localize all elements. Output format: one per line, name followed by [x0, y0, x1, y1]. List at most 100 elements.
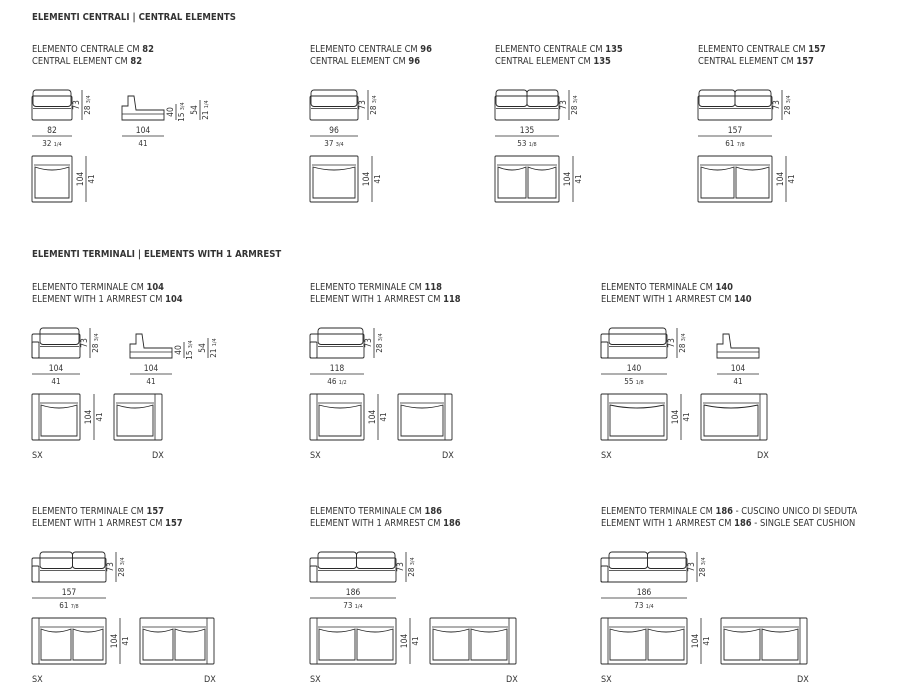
- element-en-label: ELEMENT WITH 1 ARMREST CM 118: [310, 294, 461, 305]
- height-dimension-inches: 28 3/4: [369, 95, 378, 114]
- side-view: [121, 95, 165, 121]
- width-dimension: 135: [495, 126, 559, 137]
- width-cm: 186: [346, 588, 361, 598]
- depth-dimension-inches: 41: [121, 636, 130, 645]
- inch-whole: 41: [95, 412, 104, 421]
- element-en-label: CENTRAL ELEMENT CM 135: [495, 56, 611, 67]
- left-version-label: SX: [32, 675, 43, 685]
- top-view: [309, 155, 359, 203]
- inch-whole: 41: [51, 377, 60, 386]
- inch-whole: 28: [407, 567, 416, 577]
- element-en-label: CENTRAL ELEMENT CM 157: [698, 56, 814, 67]
- plan-seat-cushion: [609, 404, 665, 437]
- label-prefix: ELEMENT WITH 1 ARMREST CM: [601, 518, 734, 529]
- element-it-label: ELEMENTO TERMINALE CM 140: [601, 282, 733, 293]
- armrest-front: [31, 565, 40, 583]
- plan-seat-cushion: [723, 628, 761, 661]
- front-frame: [309, 557, 397, 583]
- label-size: 118: [425, 282, 443, 293]
- inch-whole: 37: [324, 139, 333, 148]
- height-dimension: 73: [559, 90, 570, 120]
- label-size: 82: [130, 56, 142, 67]
- plan-seat-cushion: [40, 628, 72, 661]
- inch-fraction: 3/4: [786, 95, 792, 103]
- width-dimension: 104: [32, 364, 80, 375]
- label-suffix: - CUSCINO UNICO DI SEDUTA: [733, 506, 857, 517]
- width-inches: 61 7/8: [59, 601, 78, 610]
- front-frame: [600, 557, 688, 583]
- front-view: [494, 89, 560, 121]
- inch-whole: 41: [702, 636, 711, 645]
- label-prefix: ELEMENT WITH 1 ARMREST CM: [310, 518, 443, 529]
- depth-dimension-cm: 104: [671, 410, 681, 425]
- seat-height-dimension-inches: 15 3/4: [177, 102, 186, 121]
- top-view: [397, 393, 453, 441]
- height-dimension-cm: 73: [72, 100, 82, 110]
- plan-seat-cushion: [432, 628, 470, 661]
- element-it-label: ELEMENTO TERMINALE CM 186 - CUSCINO UNIC…: [601, 506, 857, 517]
- inch-fraction: 3/4: [378, 333, 384, 341]
- right-version-label: DX: [506, 675, 518, 685]
- inch-whole: 28: [570, 105, 579, 115]
- right-version-label: DX: [797, 675, 809, 685]
- back-cushion: [647, 551, 687, 569]
- width-inches: 32 1/4: [42, 139, 61, 148]
- plan-seat-cushion: [116, 404, 154, 437]
- front-view: [309, 327, 365, 359]
- back-cushion: [310, 89, 358, 107]
- width-cm: 96: [329, 126, 339, 136]
- depth-dimension: 104: [368, 394, 379, 440]
- height-dimension-inches: 28 3/4: [375, 333, 384, 352]
- inch-whole: 28: [369, 105, 378, 115]
- element-en-label: CENTRAL ELEMENT CM 96: [310, 56, 420, 67]
- label-size: 157: [796, 56, 814, 67]
- seat-height-dimension: 40: [166, 104, 177, 120]
- element-en-label: ELEMENT WITH 1 ARMREST CM 186: [310, 518, 461, 529]
- arm-height-dimension-inches: 21 1/4: [201, 100, 210, 119]
- arm-height-dimension: 54: [198, 338, 209, 358]
- arm-height-dimension-cm: 54: [190, 105, 200, 115]
- height-dimension-cm: 73: [364, 338, 374, 348]
- inch-whole: 61: [725, 139, 734, 148]
- inch-whole: 28: [91, 343, 100, 353]
- back-cushion: [608, 551, 648, 569]
- back-cushion: [32, 89, 72, 107]
- label-prefix: ELEMENTO TERMINALE CM: [32, 282, 147, 293]
- inch-whole: 55: [624, 377, 633, 386]
- label-prefix: CENTRAL ELEMENT CM: [495, 56, 593, 67]
- front-frame: [31, 95, 73, 121]
- left-version-label: SX: [601, 451, 612, 461]
- front-view: [697, 89, 773, 121]
- height-dimension-cm: 73: [80, 338, 90, 348]
- seat-height-dimension-cm: 40: [166, 107, 176, 117]
- height-dimension-inches: 28 3/4: [678, 333, 687, 352]
- inch-fraction: 3/4: [86, 95, 92, 103]
- inch-whole: 28: [678, 343, 687, 353]
- element-en-label: ELEMENT WITH 1 ARMREST CM 104: [32, 294, 183, 305]
- back-cushion: [317, 551, 357, 569]
- label-size: 104: [165, 294, 183, 305]
- side-width-cm: 104: [731, 364, 746, 374]
- back-cushion: [356, 551, 396, 569]
- width-cm: 186: [637, 588, 652, 598]
- depth-dimension-inches: 41: [95, 412, 104, 421]
- arm-height-dimension: 54: [190, 100, 201, 120]
- inch-whole: 41: [373, 174, 382, 183]
- width-cm: 104: [49, 364, 64, 374]
- armrest-front: [31, 341, 40, 359]
- depth-dimension-cm: 104: [368, 410, 378, 425]
- width-cm: 118: [330, 364, 345, 374]
- depth-dimension-inches: 41: [87, 174, 96, 183]
- element-it-label: ELEMENTO TERMINALE CM 104: [32, 282, 164, 293]
- width-dimension: 186: [601, 588, 687, 599]
- plan-frame: [494, 155, 560, 203]
- left-version-label: SX: [310, 675, 321, 685]
- label-size: 186: [734, 518, 752, 529]
- inch-whole: 28: [783, 105, 792, 115]
- depth-dimension: 104: [84, 394, 95, 440]
- inch-fraction: 3/4: [188, 340, 194, 348]
